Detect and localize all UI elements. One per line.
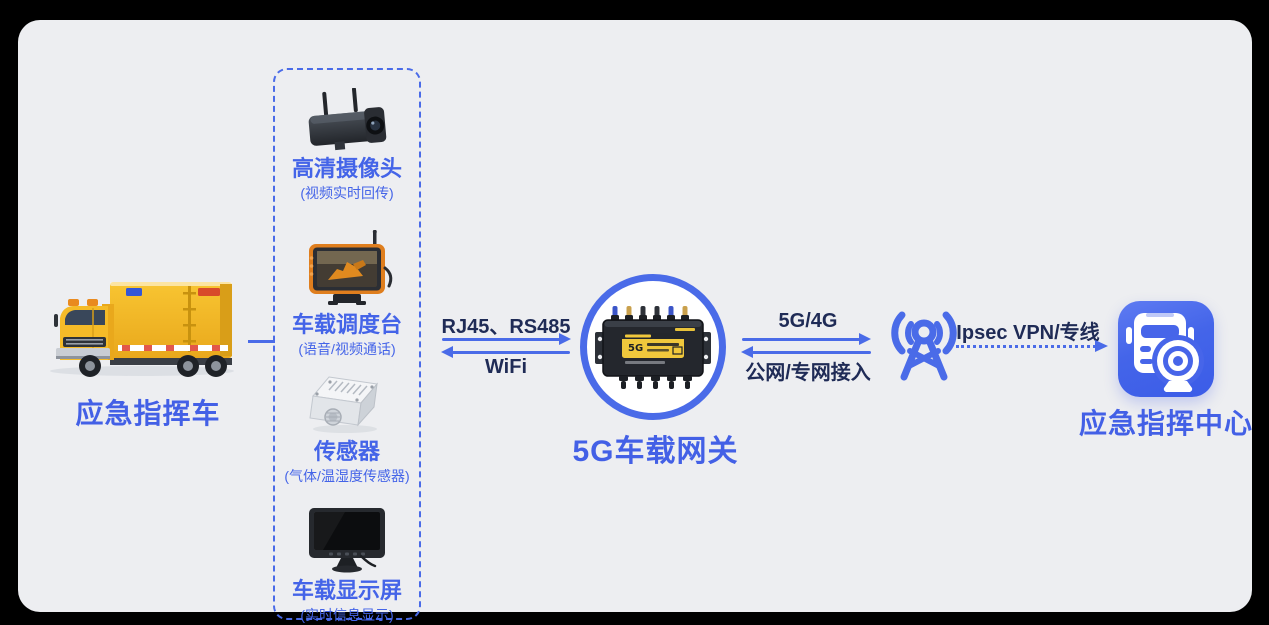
command-vehicle-truck-icon (40, 278, 235, 378)
tower-to-center-arrow (956, 340, 1108, 352)
device-item-dispatch-console: 车载调度台 (语音/视频通话) (275, 229, 419, 359)
vehicle-to-devices-line (248, 340, 275, 343)
canvas-panel: 应急指挥车 (18, 20, 1252, 623)
ipsec-vpn-label: Ipsec VPN/专线 (956, 322, 1100, 344)
device-item-hd-camera: 高清摄像头 (视频实时回传) (275, 87, 419, 203)
dispatch-console-icon (295, 229, 399, 313)
device-label: 高清摄像头 (291, 156, 402, 181)
5g-4g-label: 5G/4G (778, 310, 838, 332)
hd-camera-icon (299, 87, 395, 157)
command-center-title: 应急指挥中心 (1078, 408, 1253, 439)
gateway-circle: 5G (580, 274, 726, 420)
gateway-to-devices-arrow (441, 346, 570, 358)
vehicle-display-icon (299, 506, 395, 579)
sensor-icon (299, 373, 395, 440)
router-badge: 5G (628, 343, 643, 354)
devices-to-gateway-arrow (442, 333, 571, 345)
gateway-to-tower-arrow (742, 333, 871, 345)
device-label: 车载调度台 (291, 312, 402, 337)
public-private-network-label: 公网/专网接入 (745, 362, 871, 384)
gateway-title: 5G车载网关 (572, 435, 739, 468)
vehicle-devices-group: 高清摄像头 (视频实时回传) (273, 68, 421, 623)
device-item-sensor: 传感器 (气体/温湿度传感器) (275, 373, 419, 486)
wifi-label: WiFi (484, 356, 528, 378)
rj45-rs485-label: RJ45、RS485 (441, 316, 571, 338)
device-subtitle: (气体/温湿度传感器) (284, 468, 410, 485)
signal-tower-icon (878, 300, 970, 382)
device-item-vehicle-display: 车载显示屏 (实时信息显示) (275, 506, 419, 625)
device-label: 车载显示屏 (291, 578, 402, 603)
device-label: 传感器 (313, 439, 380, 464)
device-subtitle: (语音/视频通话) (298, 341, 396, 358)
5g-router-icon: 5G (595, 298, 711, 397)
vehicle-title: 应急指挥车 (75, 398, 221, 429)
device-subtitle: (实时信息显示) (300, 607, 394, 624)
device-subtitle: (视频实时回传) (300, 185, 394, 202)
command-center-app-icon (1118, 301, 1214, 397)
tower-to-gateway-arrow (741, 346, 871, 358)
